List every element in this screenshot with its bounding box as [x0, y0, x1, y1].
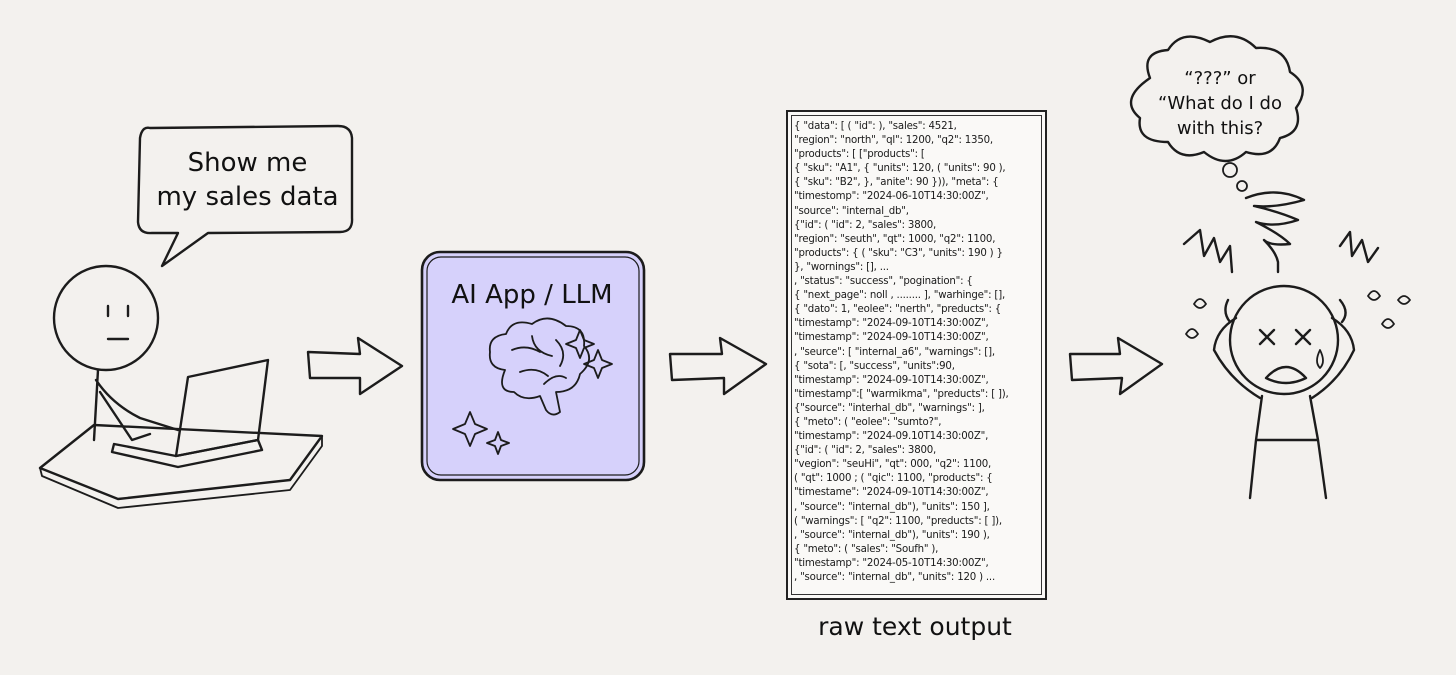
thought-line-2: “What do I do [1158, 93, 1282, 114]
raw-output-panel [786, 110, 1047, 600]
speech-line-2: my sales data [156, 182, 339, 212]
speech-bubble [136, 124, 354, 268]
arrow-1 [306, 336, 404, 396]
thought-line-1: “???” or [1184, 68, 1256, 89]
brain-icon [488, 317, 590, 416]
confusion-swirl [1244, 191, 1306, 274]
thought-line-3: with this? [1176, 118, 1264, 139]
confused-body [1248, 394, 1328, 500]
arrow-2 [668, 336, 768, 396]
user-at-laptop [38, 264, 324, 509]
confused-head [1228, 284, 1340, 396]
confused-person [1182, 191, 1411, 500]
thought-text: “???” or “What do I do with this? [1140, 66, 1300, 141]
thought-cloud [1129, 35, 1304, 192]
raw-output-text: { "data": [ ( "id": ), "sales": 4521, "r… [794, 121, 1009, 583]
arrow-3 [1068, 336, 1164, 396]
user-head [52, 264, 160, 372]
raw-output-label: raw text output [818, 612, 1012, 641]
speech-line-1: Show me [187, 148, 308, 178]
confused-arms [1212, 298, 1356, 400]
frustration-lines-right [1338, 230, 1380, 264]
user-speech-text: Show me my sales data [140, 146, 355, 214]
app-box-title: AI App / LLM [451, 280, 613, 310]
user-body [92, 368, 180, 442]
ai-app-box [420, 250, 646, 482]
sparkle-icon [452, 329, 613, 455]
laptop-base [110, 438, 264, 469]
sweat-drops [1185, 290, 1411, 339]
desk [38, 423, 324, 501]
frustration-lines-left [1182, 228, 1234, 274]
